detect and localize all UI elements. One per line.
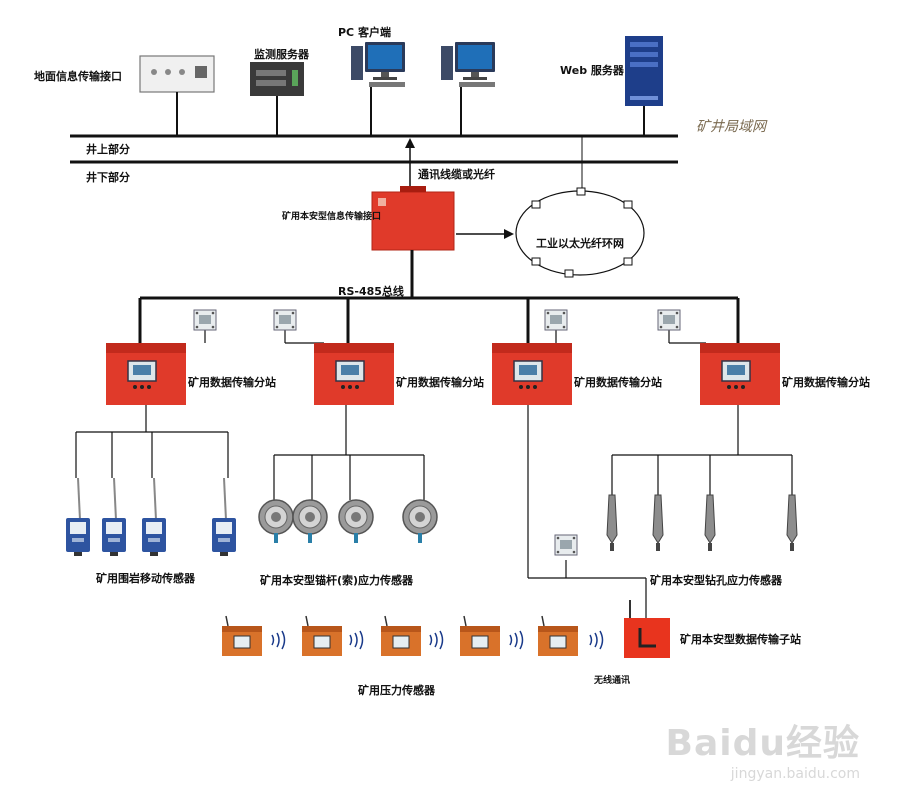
below-ground-label: 井下部分 [86, 171, 130, 184]
mine-lan-label: 矿井局域网 [696, 119, 766, 135]
substation-4 [699, 342, 781, 406]
watermark-brand: Baidu经验 [665, 723, 860, 764]
anchor-sensor-wiring [273, 405, 425, 500]
comm-cable-arrow [405, 138, 415, 148]
substation-3 [491, 342, 573, 406]
info-interface-device [371, 186, 455, 251]
surface-drops [176, 87, 645, 136]
sub-station-wiring [527, 405, 647, 618]
anchor-sensor-1 [258, 499, 294, 544]
web-server-device [625, 36, 663, 106]
borehole-sensor-wiring [611, 405, 793, 495]
substation-1-label: 矿用数据传输分站 [188, 376, 276, 389]
rock-sensor-1 [66, 518, 90, 556]
rock-sensor-4 [212, 518, 236, 556]
pc-client-label: PC 客户端 [338, 26, 391, 39]
anchor-sensor-label: 矿用本安型锚杆(索)应力传感器 [260, 574, 414, 587]
info-interface-label: 矿用本安型信息传输接口 [282, 212, 382, 222]
web-server-label: Web 服务器 [560, 64, 624, 77]
junction-box-5 [554, 534, 578, 556]
borehole-sensor-3 [704, 494, 716, 552]
borehole-sensor-4 [786, 494, 798, 552]
substation-3-label: 矿用数据传输分站 [574, 376, 662, 389]
ground-interface-label: 地面信息传输接口 [34, 70, 122, 83]
ring-link-arrow [504, 229, 514, 239]
comm-cable-label: 通讯线缆或光纤 [418, 168, 495, 181]
pressure-sensor-1 [221, 615, 263, 657]
sub-station-device [624, 600, 670, 658]
junction-box-1 [193, 309, 217, 331]
pressure-sensor-label: 矿用压力传感器 [358, 684, 435, 697]
wireless-label: 无线通讯 [594, 676, 631, 686]
borehole-sensor-2 [652, 494, 664, 552]
anchor-sensor-4 [402, 499, 438, 544]
junction-box-3 [544, 309, 568, 331]
rock-sensor-2 [102, 518, 126, 556]
junction-links [204, 330, 706, 344]
pc-client-2 [441, 42, 495, 87]
substation-1 [105, 342, 187, 406]
borehole-sensor-1 [606, 494, 618, 552]
junction-box-4 [657, 309, 681, 331]
wireless-signal-icon [271, 630, 286, 650]
wireless-signal-icon [509, 630, 524, 650]
rock-sensor-probes [77, 477, 227, 521]
ground-interface-device [139, 55, 215, 93]
rock-sensor-wiring [75, 405, 229, 478]
substation-4-label: 矿用数据传输分站 [782, 376, 870, 389]
substation-2-label: 矿用数据传输分站 [396, 376, 484, 389]
wireless-signal-icon [349, 630, 364, 650]
watermark-url: jingyan.baidu.com [730, 766, 860, 782]
rock-sensor-3 [142, 518, 166, 556]
wireless-signal-icon [589, 630, 604, 650]
above-ground-label: 井上部分 [86, 143, 130, 156]
rs485-label: RS-485总线 [338, 285, 404, 298]
watermark: Baidu经验 jingyan.baidu.com [666, 714, 860, 782]
anchor-sensor-2 [292, 499, 328, 544]
pressure-sensor-4 [459, 615, 501, 657]
rock-sensor-label: 矿用围岩移动传感器 [96, 572, 195, 585]
pressure-sensor-3 [380, 615, 422, 657]
substation-2 [313, 342, 395, 406]
pressure-sensor-2 [301, 615, 343, 657]
wireless-signal-icon [429, 630, 444, 650]
monitor-server-device [250, 62, 304, 96]
anchor-sensor-3 [338, 499, 374, 544]
sub-station-label: 矿用本安型数据传输子站 [680, 633, 801, 646]
junction-box-2 [273, 309, 297, 331]
borehole-sensor-label: 矿用本安型钻孔应力传感器 [650, 574, 782, 587]
ethernet-ring-label: 工业以太光纤环网 [536, 237, 624, 250]
pc-client-1 [351, 42, 405, 87]
ring-nodes [531, 187, 633, 278]
pressure-sensor-5 [537, 615, 579, 657]
rs485-drops [138, 298, 740, 343]
monitor-server-label: 监测服务器 [254, 48, 309, 61]
